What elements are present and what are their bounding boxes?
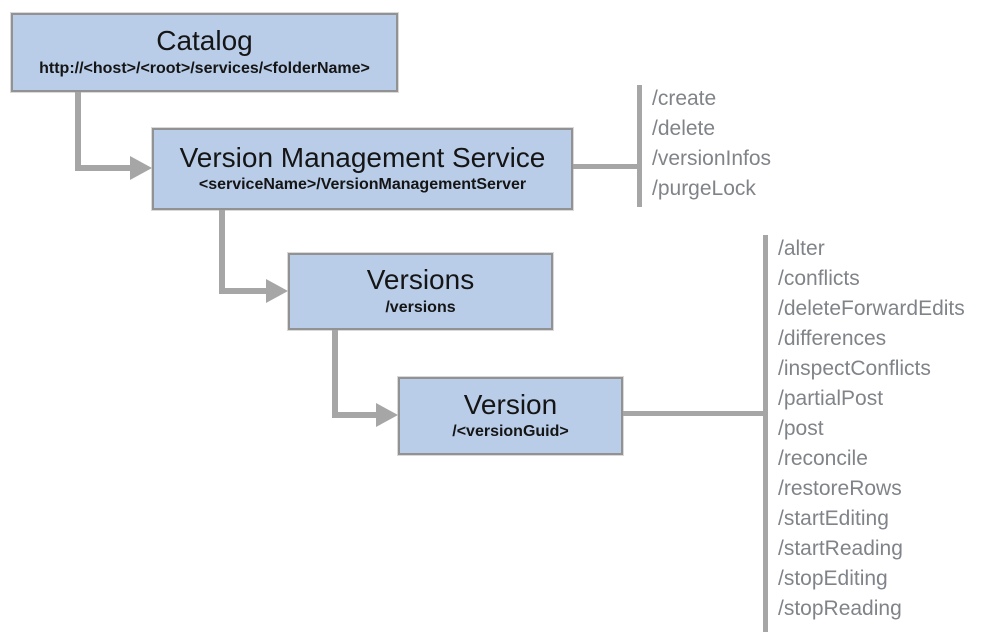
operation-label: /deleteForwardEdits	[778, 297, 965, 320]
node-vms-title: Version Management Service	[179, 141, 546, 173]
operation-label: /startReading	[778, 537, 903, 560]
node-versions-url: /versions	[385, 298, 456, 316]
node-vms-url: <serviceName>/VersionManagementServer	[198, 176, 527, 194]
node-catalog: Catalog http://<host>/<root>/services/<f…	[11, 13, 398, 92]
operation-label: /startEditing	[778, 507, 889, 530]
vms-operations-list: /create/delete/versionInfos/purgeLock	[652, 84, 771, 204]
node-version-management-service: Version Management Service <serviceName>…	[152, 128, 573, 210]
operation-label: /stopReading	[778, 597, 902, 620]
node-version-title: Version	[463, 388, 558, 420]
node-catalog-title: Catalog	[156, 25, 253, 57]
operation-label: /conflicts	[778, 267, 860, 290]
version-operations-bracket-bar	[763, 235, 768, 632]
arrowhead-icon	[376, 403, 398, 427]
operation-label: /purgeLock	[652, 177, 756, 200]
connector-catalog-to-vms-vertical	[75, 92, 81, 171]
operation-label: /partialPost	[778, 387, 884, 410]
connector-catalog-to-vms-horizontal	[75, 165, 132, 171]
operation-label: /versionInfos	[652, 147, 772, 170]
operation-label: /alter	[778, 237, 825, 260]
operation-label: /reconcile	[778, 447, 868, 470]
connector-vms-to-versions-horizontal	[219, 288, 268, 294]
connector-versions-to-version-vertical	[332, 330, 338, 418]
connector-versions-to-version-horizontal	[332, 412, 378, 418]
arrowhead-icon	[130, 156, 152, 180]
operation-label: /stopEditing	[778, 567, 888, 590]
node-versions-title: Versions	[366, 264, 475, 296]
node-versions: Versions /versions	[288, 253, 553, 330]
operation-label: /post	[778, 417, 824, 440]
operation-label: /inspectConflicts	[778, 357, 931, 380]
node-version: Version /<versionGuid>	[398, 377, 623, 455]
connector-version-to-operations	[623, 411, 763, 416]
version-operations-list: /alter/conflicts/deleteForwardEdits/diff…	[778, 234, 965, 624]
operation-label: /create	[652, 87, 717, 110]
connector-vms-to-operations	[573, 164, 637, 169]
node-version-url: /<versionGuid>	[452, 423, 569, 441]
operation-label: /differences	[778, 327, 887, 350]
vms-operations-bracket-bar	[637, 85, 642, 207]
node-catalog-url: http://<host>/<root>/services/<folderNam…	[39, 59, 370, 77]
arrowhead-icon	[266, 279, 288, 303]
operation-label: /restoreRows	[778, 477, 902, 500]
connector-vms-to-versions-vertical	[219, 210, 225, 294]
operation-label: /delete	[652, 117, 716, 140]
